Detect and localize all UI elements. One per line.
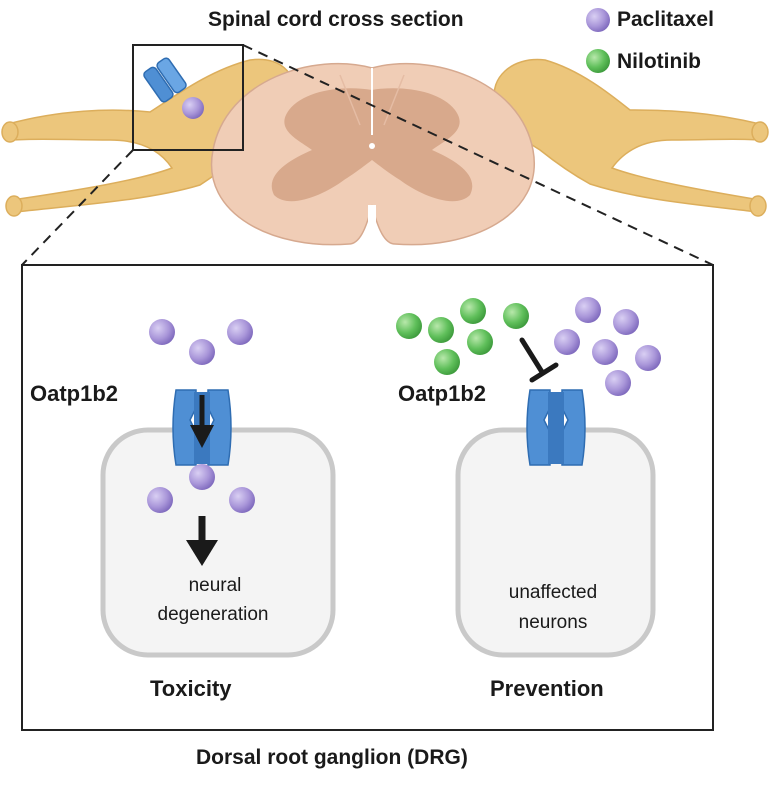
nilotinib-molecule — [467, 329, 493, 355]
left-paclitaxel-molecules — [147, 319, 255, 513]
nilotinib-molecule — [396, 313, 422, 339]
zoom-line-left — [21, 149, 134, 266]
paclitaxel-molecule — [229, 487, 255, 513]
toxicity-caption: Toxicity — [150, 676, 232, 701]
nilotinib-legend-icon — [586, 49, 610, 73]
inhibition-icon — [519, 337, 559, 383]
zoom-box — [132, 44, 244, 151]
paclitaxel-molecule — [189, 339, 215, 365]
right-nerve — [493, 58, 769, 217]
paclitaxel-legend-icon — [586, 8, 610, 32]
right-paclitaxel-molecules — [554, 297, 661, 396]
legend-nilotinib-label: Nilotinib — [617, 50, 701, 73]
right-transporter-label: Oatp1b2 — [398, 381, 487, 406]
diagram-title: Spinal cord cross section — [208, 8, 464, 31]
right-transporter-icon — [526, 389, 586, 466]
paclitaxel-molecule — [635, 345, 661, 371]
paclitaxel-molecule — [575, 297, 601, 323]
nilotinib-molecule — [428, 317, 454, 343]
inset-transporter-icon — [143, 57, 187, 103]
drg-caption: Dorsal root ganglion (DRG) — [196, 746, 468, 769]
left-cell-text-line2: degeneration — [157, 604, 269, 625]
nilotinib-molecule — [434, 349, 460, 375]
left-transporter-icon — [172, 389, 232, 466]
right-cell-text-line1: unaffected — [508, 582, 598, 603]
left-transporter-label: Oatp1b2 — [30, 381, 119, 406]
paclitaxel-molecule — [592, 339, 618, 365]
paclitaxel-molecule — [605, 370, 631, 396]
paclitaxel-molecule — [189, 464, 215, 490]
nilotinib-molecule — [460, 298, 486, 324]
paclitaxel-molecule — [227, 319, 253, 345]
spinal-cord — [210, 62, 536, 246]
right-cell-text-line2: neurons — [518, 612, 588, 633]
inset-paclitaxel-molecule — [182, 97, 204, 119]
left-cell-text-line1: neural — [188, 575, 242, 596]
left-nerve — [1, 58, 295, 217]
nilotinib-molecules — [396, 298, 529, 375]
paclitaxel-molecule — [613, 309, 639, 335]
legend-paclitaxel-label: Paclitaxel — [617, 8, 714, 31]
paclitaxel-molecule — [147, 487, 173, 513]
degeneration-arrow — [186, 516, 218, 566]
prevention-caption: Prevention — [490, 676, 604, 701]
paclitaxel-molecule — [554, 329, 580, 355]
paclitaxel-molecule — [149, 319, 175, 345]
left-influx-arrow — [190, 395, 214, 448]
zoom-line-right — [242, 44, 714, 266]
nilotinib-molecule — [503, 303, 529, 329]
